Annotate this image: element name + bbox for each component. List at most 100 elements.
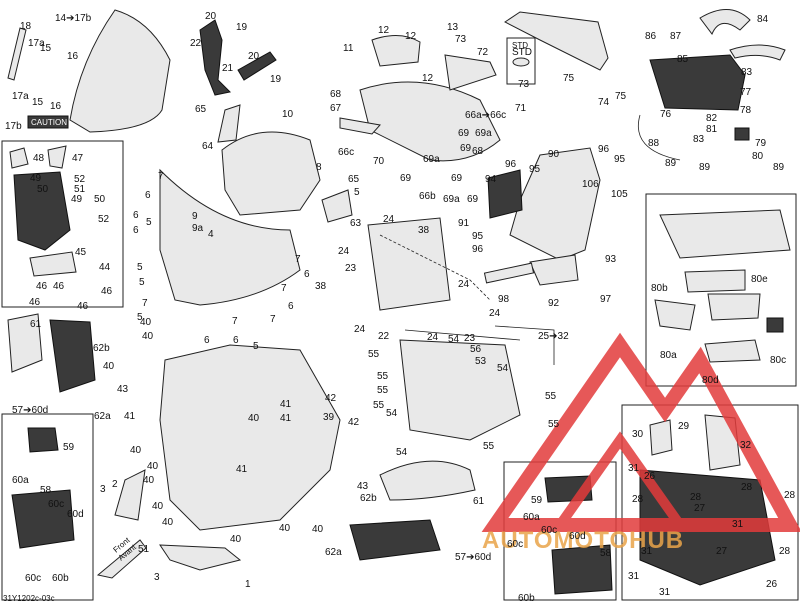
callout-label: 40 — [130, 445, 142, 456]
drawing-code: 31Y1202c-03c — [3, 594, 55, 603]
callout-label: 9a — [192, 223, 204, 234]
callout-label: 11 — [343, 43, 354, 54]
callout-label: 60d — [67, 509, 84, 520]
callout-label: 83 — [741, 67, 753, 78]
callout-label: 38 — [418, 225, 430, 236]
callout-label: 53 — [475, 356, 487, 367]
callout-label: 97 — [600, 294, 612, 305]
callout-label: 39 — [323, 412, 335, 423]
callout-label: 5 — [137, 262, 143, 273]
callout-label: 1 — [245, 579, 251, 590]
callout-label: 95 — [472, 231, 484, 242]
callout-label: 80b — [651, 283, 668, 294]
callout-label: 8 — [316, 162, 322, 173]
callout-label: 14➔17b — [55, 13, 92, 24]
callout-label: 5 — [253, 341, 259, 352]
callout-label: 40 — [142, 331, 154, 342]
callout-label: 80 — [752, 151, 764, 162]
callout-label: 6 — [233, 335, 239, 346]
callout-label: 19 — [270, 74, 282, 85]
callout-label: 50 — [94, 194, 106, 205]
storage-inset-body — [659, 209, 791, 259]
storage-seal — [729, 44, 786, 61]
callout-label: 55 — [545, 391, 557, 402]
callout-label: 20 — [248, 51, 260, 62]
callout-label: 63 — [350, 218, 362, 229]
callout-label: 77 — [740, 87, 752, 98]
front-fascia — [221, 131, 321, 216]
callout-label: 17a — [28, 38, 45, 49]
callout-label: 6 — [145, 190, 151, 201]
callout-label: 26 — [766, 579, 778, 590]
windshield-bracket-right — [237, 51, 277, 81]
callout-label: 27 — [716, 546, 728, 557]
callout-label: 7 — [232, 316, 238, 327]
callout-label: 69a — [475, 128, 492, 139]
callout-label: 46 — [53, 281, 65, 292]
callout-label: 82 — [706, 113, 718, 124]
callout-label: 16 — [50, 101, 62, 112]
inset-headlight-box — [1, 140, 124, 308]
callout-label: 31 — [628, 571, 640, 582]
vent-grille-left — [339, 117, 381, 135]
callout-label: 3 — [154, 572, 160, 583]
callout-label: 7 — [295, 254, 301, 265]
callout-label: 24 — [427, 332, 439, 343]
callout-label: 57➔60d — [455, 552, 491, 563]
callout-label: 80c — [770, 355, 786, 366]
callout-label: 80d — [702, 375, 719, 386]
callout-label: 41 — [280, 399, 292, 410]
callout-label: 88 — [648, 138, 660, 149]
callout-label: 16 — [67, 51, 79, 62]
callout-label: 6 — [304, 269, 310, 280]
callout-label: 67 — [330, 103, 342, 114]
callout-label: 62b — [93, 343, 110, 354]
callout-label: 58 — [600, 548, 612, 559]
callout-label: 29 — [678, 421, 690, 432]
callout-label: 26 — [644, 471, 656, 482]
callout-label: 49 — [30, 173, 42, 184]
callout-label: 105 — [611, 189, 628, 200]
callout-label: 94 — [485, 174, 497, 185]
callout-label: 65 — [195, 104, 207, 115]
callout-label: 95 — [614, 154, 626, 165]
callout-label: STD — [512, 47, 532, 58]
callout-label: 25➔32 — [538, 331, 569, 342]
front-arrow — [96, 539, 147, 579]
callout-label: 54 — [396, 447, 408, 458]
rod — [483, 262, 535, 284]
callout-label: 17a — [12, 91, 29, 102]
callout-label: 28 — [690, 492, 702, 503]
callout-label: 6 — [133, 225, 139, 236]
callout-label: 70 — [373, 156, 385, 167]
cable — [638, 114, 681, 161]
callout-label: 93 — [605, 254, 617, 265]
callout-label: 89 — [665, 158, 677, 169]
std-label: STD — [512, 41, 528, 50]
callout-label: 73 — [455, 34, 467, 45]
callout-label: 69 — [467, 194, 479, 205]
headlight-lens — [29, 251, 77, 277]
instrument-visor — [371, 35, 421, 67]
callout-label: 52 — [74, 174, 86, 185]
callout-label: 68 — [330, 89, 342, 100]
part-80d — [704, 339, 761, 363]
callout-label: 54 — [386, 408, 398, 419]
callout-label: 41 — [280, 413, 292, 424]
callout-label: 90 — [548, 149, 560, 160]
callout-label: 20 — [205, 11, 217, 22]
leader-25-32 — [494, 325, 555, 365]
callout-label: 24 — [354, 324, 366, 335]
windshield-bracket-left — [199, 19, 232, 96]
callout-label: 89 — [699, 162, 711, 173]
callout-label: 71 — [515, 103, 527, 114]
callout-label: 43 — [357, 481, 369, 492]
callout-label: 31 — [659, 587, 671, 598]
caution-decal — [27, 115, 69, 129]
mirror-unit-59-left — [27, 427, 59, 453]
callout-label: 50 — [37, 184, 49, 195]
callout-label: 24 — [458, 279, 470, 290]
callout-label: 18 — [20, 21, 32, 32]
callout-label: 51 — [74, 184, 86, 195]
callout-label: 43 — [117, 384, 129, 395]
